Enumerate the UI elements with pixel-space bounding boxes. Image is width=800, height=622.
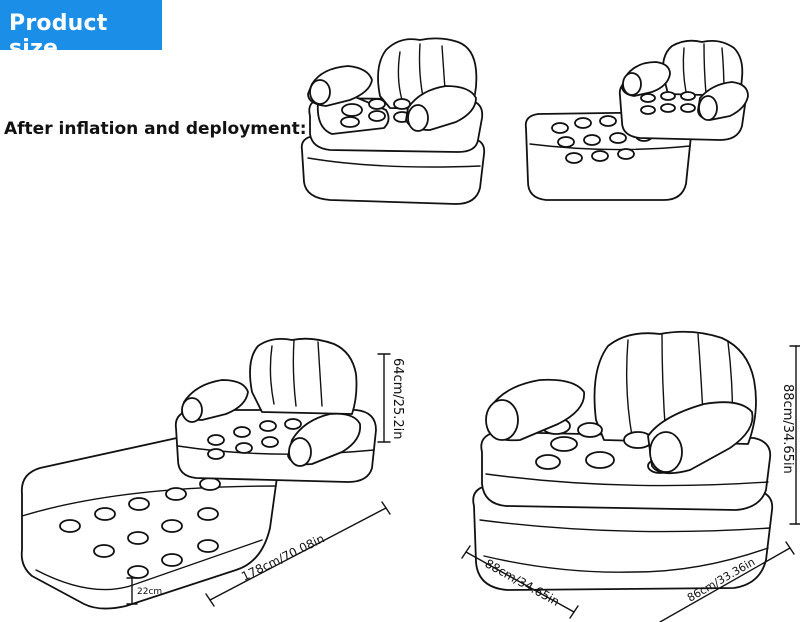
subtitle-text: After inflation and deployment: [4, 119, 307, 139]
sofa-bed-illustration-dimensioned: 64cm/25.2in 178cm/70.08in 22cm [20, 337, 405, 610]
dimension-thickness: 22cm [137, 587, 162, 597]
title-text: Product size [9, 11, 108, 61]
sofa-bed-illustration-top [524, 39, 749, 201]
chair-illustration-dimensioned: 88cm/34.65in 88cm/34.65in 86cm/33.36in [461, 330, 800, 622]
chair-illustration-top [300, 37, 486, 205]
title-banner: Product size [0, 0, 162, 61]
dimension-height-chair: 88cm/34.65in [780, 384, 795, 474]
dimension-height-small: 64cm/25.2in [390, 358, 405, 440]
